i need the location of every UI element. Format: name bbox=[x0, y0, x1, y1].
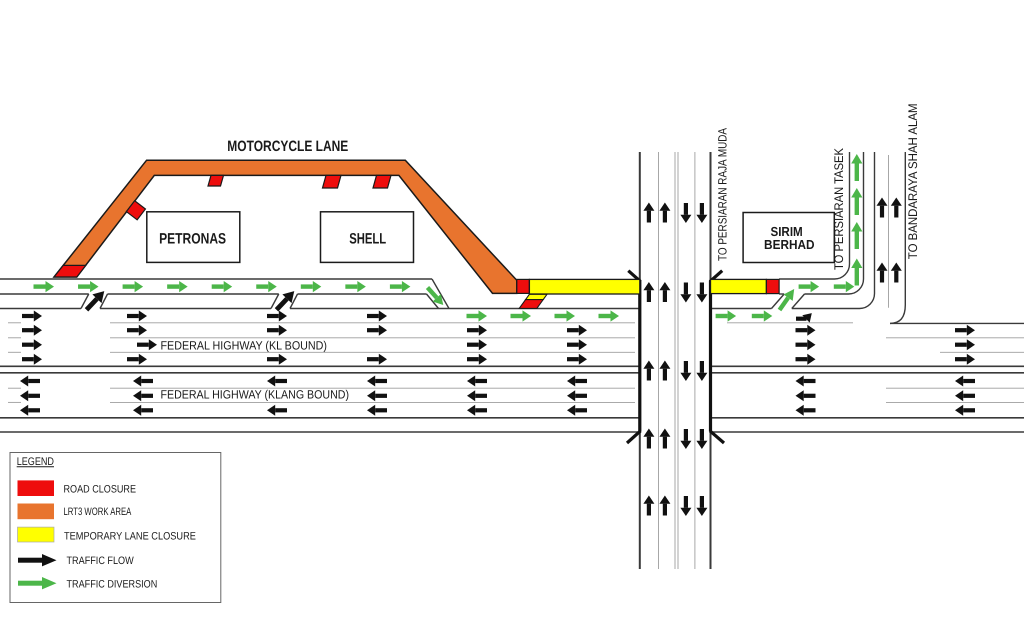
svg-text:MOTORCYCLE LANE: MOTORCYCLE LANE bbox=[227, 138, 348, 155]
svg-text:SIRIM: SIRIM bbox=[770, 224, 802, 239]
svg-text:TEMPORARY LANE CLOSURE: TEMPORARY LANE CLOSURE bbox=[64, 531, 196, 543]
svg-text:TO BANDARAYA SHAH ALAM: TO BANDARAYA SHAH ALAM bbox=[906, 104, 920, 260]
svg-text:LRT3 WORK AREA: LRT3 WORK AREA bbox=[64, 506, 132, 518]
svg-text:LEGEND: LEGEND bbox=[17, 456, 54, 468]
svg-text:TRAFFIC FLOW: TRAFFIC FLOW bbox=[67, 555, 135, 567]
svg-text:TO PERSIARAN RAJA MUDA: TO PERSIARAN RAJA MUDA bbox=[716, 128, 730, 261]
svg-text:BERHAD: BERHAD bbox=[764, 237, 815, 252]
svg-text:FEDERAL HIGHWAY (KLANG BOUND): FEDERAL HIGHWAY (KLANG BOUND) bbox=[161, 387, 350, 401]
svg-text:SHELL: SHELL bbox=[349, 230, 386, 247]
svg-text:TRAFFIC DIVERSION: TRAFFIC DIVERSION bbox=[67, 578, 158, 590]
svg-text:TO PERSIARAN TASEK: TO PERSIARAN TASEK bbox=[832, 147, 846, 270]
svg-text:PETRONAS: PETRONAS bbox=[159, 230, 226, 247]
svg-text:ROAD CLOSURE: ROAD CLOSURE bbox=[64, 483, 137, 495]
svg-text:FEDERAL HIGHWAY (KL BOUND): FEDERAL HIGHWAY (KL BOUND) bbox=[161, 339, 328, 353]
